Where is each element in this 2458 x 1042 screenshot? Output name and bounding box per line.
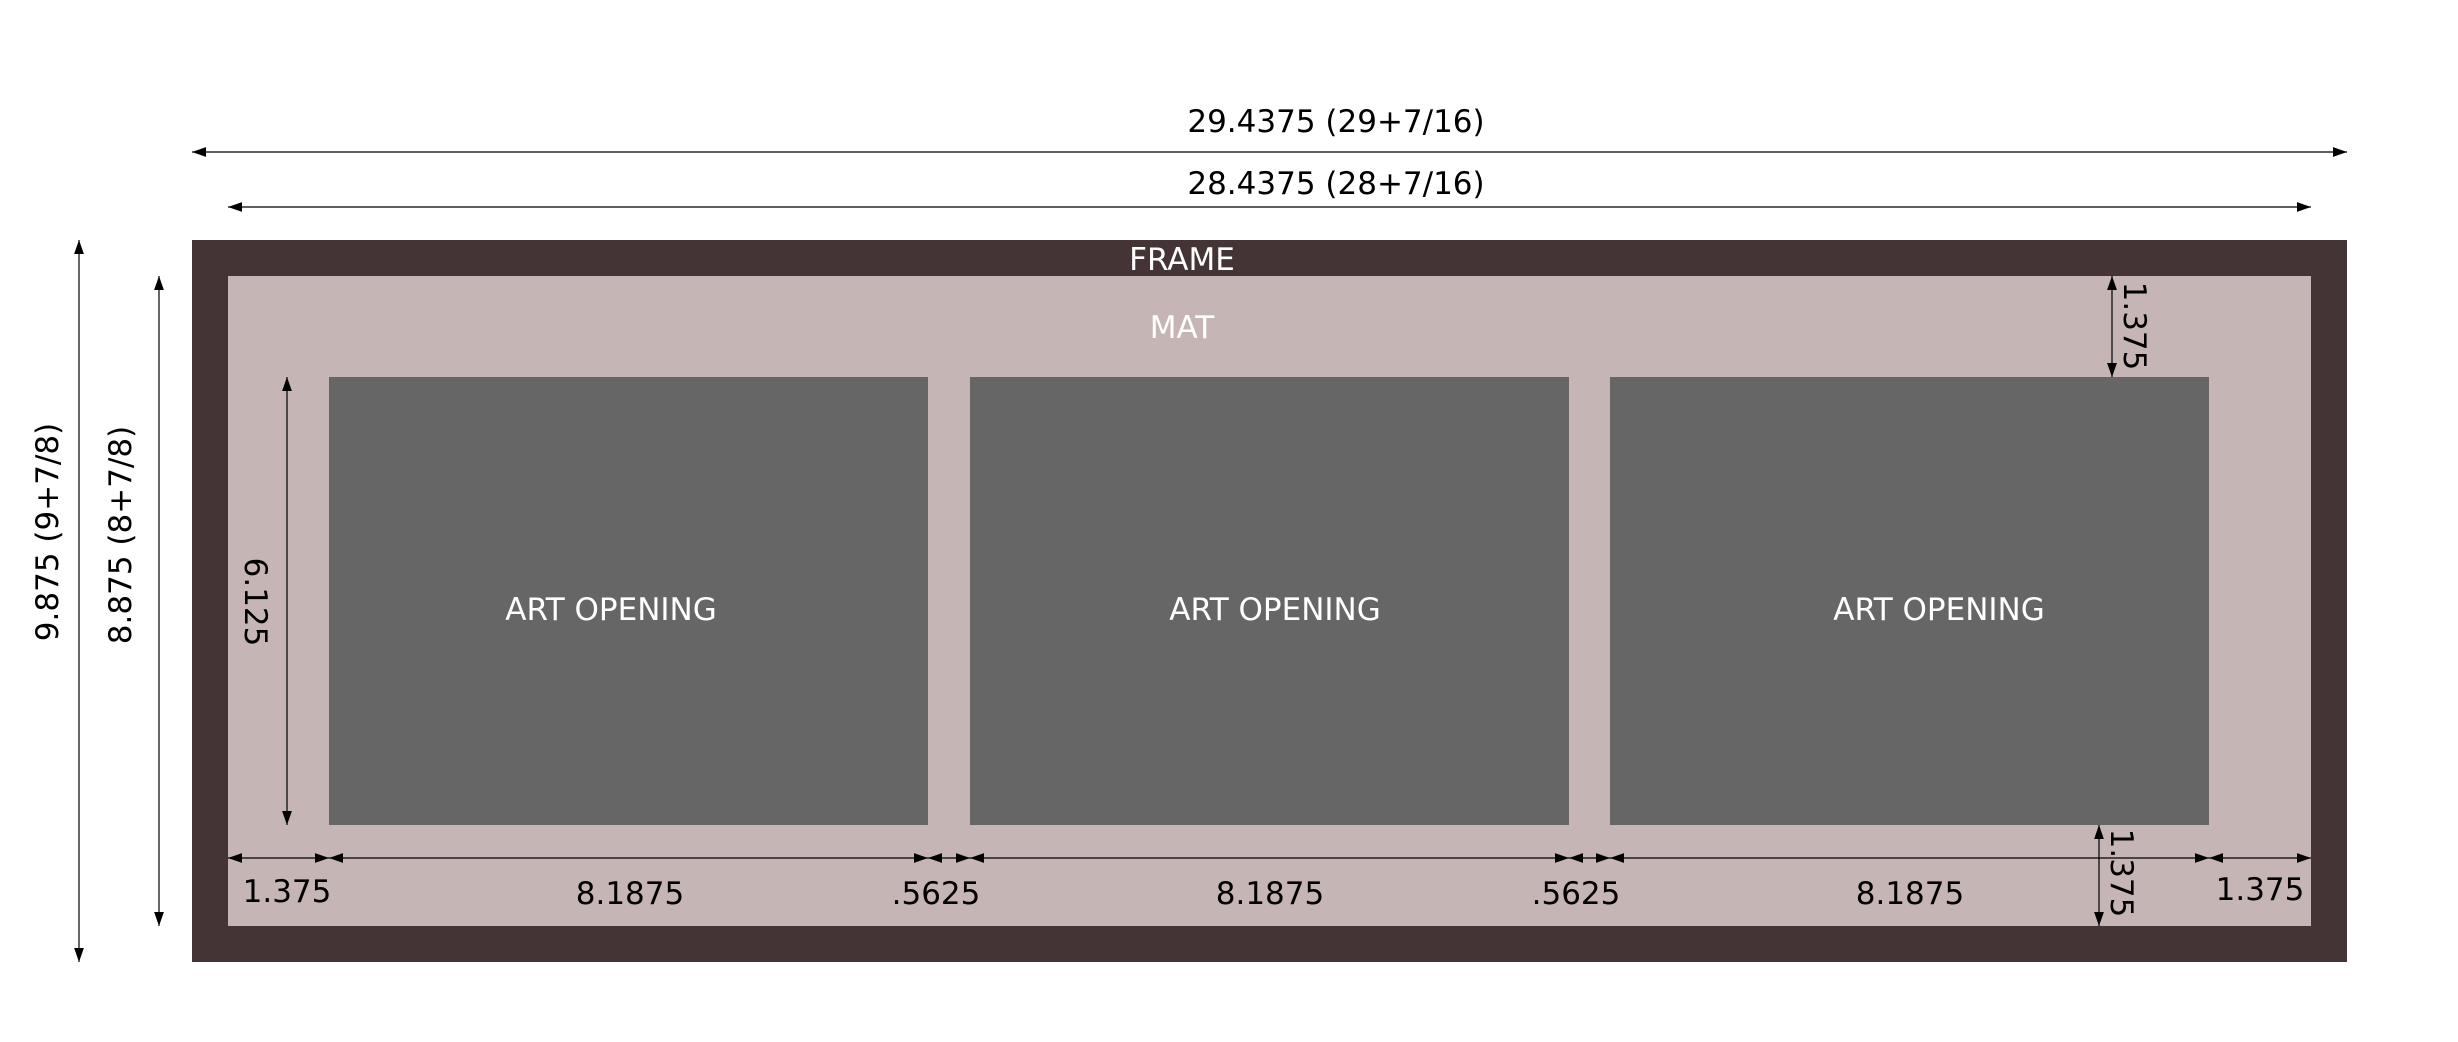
gap-1-dimension: .5625 <box>892 876 981 912</box>
opening-width-1-dimension: 8.1875 <box>576 876 684 912</box>
mat-height-dimension: 8.875 (8+7/8) <box>103 426 139 644</box>
frame-label: FRAME <box>1129 242 1235 278</box>
gap-2-dimension: .5625 <box>1532 876 1621 912</box>
opening-width-2-dimension: 8.1875 <box>1216 876 1324 912</box>
opening-height-dimension: 6.125 <box>237 558 273 647</box>
art-opening-1 <box>329 377 928 825</box>
art-opening-label-1: ART OPENING <box>505 592 717 628</box>
right-border-dimension: 1.375 <box>2216 872 2305 908</box>
bottom-border-dimension: 1.375 <box>2103 829 2139 918</box>
frame-width-dimension: 29.4375 (29+7/16) <box>1187 104 1484 140</box>
opening-width-3-dimension: 8.1875 <box>1856 876 1964 912</box>
art-opening-label-2: ART OPENING <box>1169 592 1381 628</box>
left-border-dimension: 1.375 <box>243 874 332 910</box>
mat-label: MAT <box>1150 310 1216 346</box>
art-opening-2 <box>970 377 1569 825</box>
top-border-dimension: 1.375 <box>2116 282 2152 371</box>
art-opening-3 <box>1610 377 2209 825</box>
frame-height-dimension: 9.875 (9+7/8) <box>30 423 66 641</box>
art-opening-label-3: ART OPENING <box>1833 592 2045 628</box>
mat-width-dimension: 28.4375 (28+7/16) <box>1187 166 1484 202</box>
